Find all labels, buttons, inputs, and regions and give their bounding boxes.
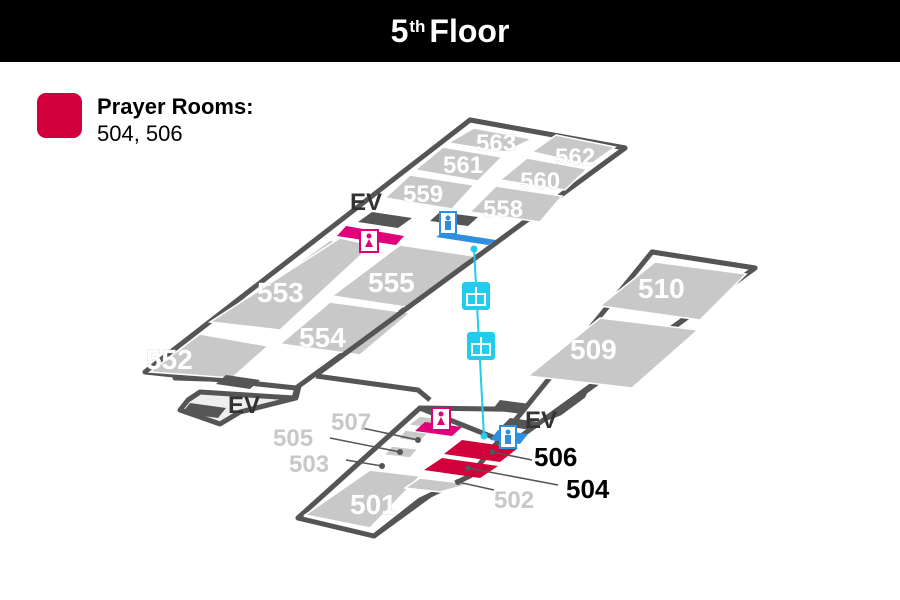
- leader-504: [467, 467, 559, 486]
- leader-dot-502: [455, 479, 461, 485]
- label-elevator-north: EV: [350, 189, 382, 216]
- leader-dot-507: [415, 437, 421, 443]
- bridge-dot-top: [470, 245, 478, 253]
- bridge-dot-bottom: [480, 432, 488, 440]
- room-555[interactable]: [330, 244, 476, 309]
- label-elevator-west: EV: [228, 392, 260, 419]
- room-561[interactable]: [413, 146, 504, 182]
- label-555: 555: [368, 267, 415, 298]
- room-501[interactable]: [303, 469, 422, 529]
- legend-title: Prayer Rooms:: [97, 94, 254, 119]
- floor-word: Floor: [429, 12, 510, 49]
- room-502[interactable]: [402, 477, 471, 493]
- legend-rooms: 504, 506: [97, 121, 183, 146]
- leader-dot-504: [465, 465, 471, 471]
- label-558: 558: [483, 196, 523, 223]
- room-559[interactable]: [383, 174, 476, 210]
- room-558[interactable]: [468, 185, 564, 223]
- label-505: 505: [273, 425, 313, 452]
- label-507: 507: [331, 409, 371, 436]
- room-554[interactable]: [278, 301, 412, 356]
- label-509: 509: [570, 334, 617, 365]
- label-elevator-south: EV: [525, 407, 557, 434]
- leader-505: [329, 437, 401, 453]
- label-502: 502: [494, 487, 534, 514]
- label-503: 503: [289, 451, 329, 478]
- label-553: 553: [257, 277, 304, 308]
- label-510: 510: [638, 273, 685, 304]
- mens-restroom-north-area: [436, 232, 496, 245]
- leader-dot-505: [397, 449, 403, 455]
- floor-suffix: th: [409, 17, 426, 36]
- room-562[interactable]: [530, 134, 617, 166]
- connecting-bridge-icon: [467, 332, 495, 360]
- label-501: 501: [350, 489, 397, 520]
- label-559: 559: [403, 181, 443, 208]
- room-509[interactable]: [526, 317, 700, 389]
- prayer-room-legend-swatch: [37, 93, 82, 138]
- elevator-north: [358, 212, 412, 228]
- label-506: 506: [534, 442, 577, 472]
- womens-restroom-icon: [359, 229, 379, 253]
- leader-dot-506: [489, 449, 495, 455]
- label-561: 561: [443, 152, 483, 179]
- connector-west-wall: [315, 373, 432, 402]
- stairs-south: [492, 400, 530, 414]
- mens-restroom-icon: [499, 425, 517, 449]
- label-552: 552: [146, 344, 193, 375]
- leader-506: [491, 451, 533, 461]
- room-560[interactable]: [498, 157, 589, 191]
- wing-connector-outline: [314, 253, 480, 378]
- connecting-bridge-icon: [462, 282, 490, 310]
- label-554: 554: [299, 322, 346, 353]
- prayer-room-504[interactable]: [424, 458, 498, 478]
- leader-507: [361, 427, 419, 441]
- room-510[interactable]: [598, 261, 748, 321]
- stairs-west: [182, 403, 226, 418]
- floor-number: 5: [390, 12, 409, 49]
- leader-503: [345, 459, 383, 467]
- leader-dot-503: [379, 463, 385, 469]
- label-560: 560: [520, 168, 560, 195]
- label-563: 563: [476, 130, 516, 157]
- label-504: 504: [566, 474, 610, 504]
- mens-restroom-icon: [439, 211, 457, 235]
- leader-502: [457, 481, 495, 491]
- elevator-west: [216, 375, 260, 389]
- label-562: 562: [555, 144, 595, 171]
- womens-restroom-icon: [431, 407, 451, 431]
- room-563[interactable]: [445, 127, 535, 153]
